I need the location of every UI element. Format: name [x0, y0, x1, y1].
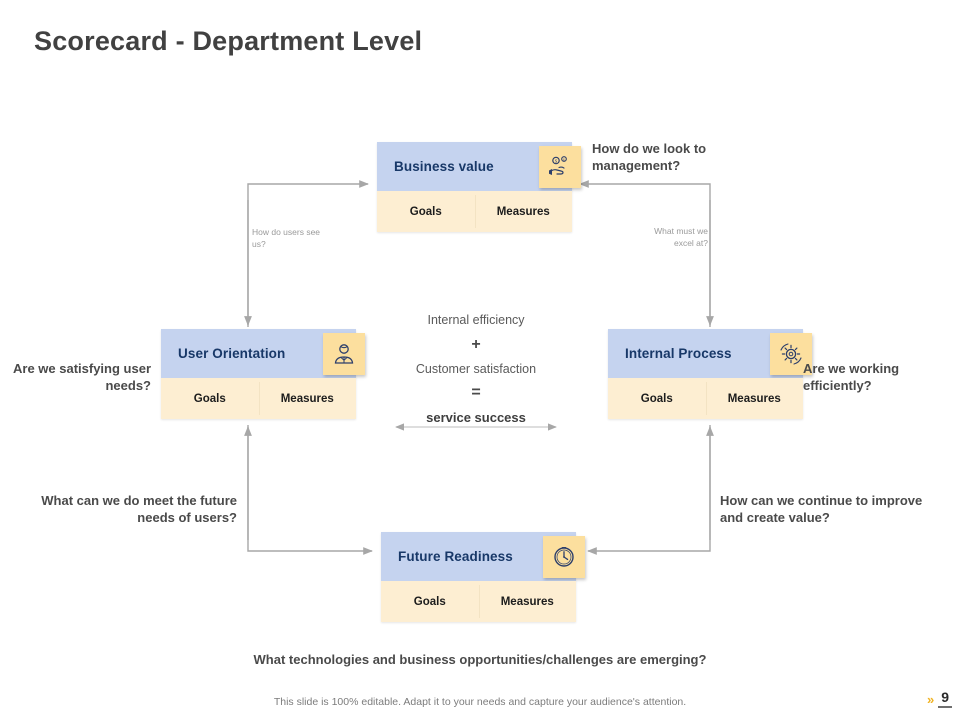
- card-divider: [478, 585, 480, 618]
- connector-user-to-business: [244, 180, 369, 327]
- card-header: Business value $ $: [377, 142, 581, 191]
- page-number-value: 9: [938, 689, 952, 709]
- card-title: Future Readiness: [398, 549, 513, 564]
- card-title: Internal Process: [625, 346, 732, 361]
- card-header: User Orientation: [161, 329, 365, 378]
- double-chevron-icon: »: [926, 691, 935, 707]
- card-title: User Orientation: [178, 346, 286, 361]
- person-user-icon: [323, 333, 365, 375]
- question-improve-value: How can we continue to improve and creat…: [720, 493, 923, 526]
- card-goals-label: Goals: [640, 392, 673, 405]
- card-business-value[interactable]: Business value $ $ Goals Measures: [377, 142, 581, 232]
- center-equation: Internal efficiency + Customer satisfact…: [386, 314, 566, 424]
- connector-future-to-user: [244, 425, 373, 555]
- question-excel-at: What must we excel at?: [654, 226, 708, 249]
- card-body: Goals Measures: [377, 191, 572, 232]
- card-measures-label: Measures: [496, 205, 550, 218]
- card-internal-process[interactable]: Internal Process: [608, 329, 812, 419]
- card-goals-label: Goals: [409, 205, 442, 218]
- question-users-see: How do users see us?: [252, 227, 321, 250]
- page-number: » 9: [926, 689, 952, 709]
- card-measures-label: Measures: [727, 392, 781, 405]
- card-measures-label: Measures: [280, 392, 334, 405]
- connector-internal-to-business: [579, 180, 714, 327]
- card-measures-label: Measures: [500, 595, 554, 608]
- equation-operator-equals: =: [471, 384, 481, 401]
- gear-process-icon: [770, 333, 812, 375]
- card-body: Goals Measures: [161, 378, 356, 419]
- card-header: Internal Process: [608, 329, 812, 378]
- svg-text:$: $: [563, 158, 565, 162]
- card-goals-label: Goals: [193, 392, 226, 405]
- equation-operator-plus: +: [471, 335, 481, 353]
- card-future-readiness[interactable]: Future Readiness Goals Measures: [381, 532, 585, 622]
- equation-line1: Internal efficiency: [427, 313, 525, 327]
- card-divider: [258, 382, 260, 415]
- equation-result: service success: [426, 410, 526, 425]
- page-title: Scorecard - Department Level: [34, 26, 423, 56]
- question-management: How do we look to management?: [592, 141, 707, 174]
- card-divider: [705, 382, 707, 415]
- question-emerging: What technologies and business opportuni…: [253, 652, 707, 667]
- connector-future-to-internal: [587, 425, 714, 555]
- card-body: Goals Measures: [608, 378, 803, 419]
- card-goals-label: Goals: [413, 595, 446, 608]
- clock-icon: [543, 536, 585, 578]
- question-user-needs: Are we satisfying user needs?: [13, 361, 151, 394]
- question-future-needs: What can we do meet the future needs of …: [41, 493, 237, 526]
- question-efficiency: Are we working efficiently?: [803, 361, 900, 394]
- card-divider: [474, 195, 476, 228]
- card-body: Goals Measures: [381, 581, 576, 622]
- card-user-orientation[interactable]: User Orientation Goals Measures: [161, 329, 365, 419]
- card-title: Business value: [394, 159, 494, 174]
- footer-note: This slide is 100% editable. Adapt it to…: [273, 696, 687, 708]
- equation-line2: Customer satisfaction: [415, 361, 537, 376]
- card-header: Future Readiness: [381, 532, 585, 581]
- hand-holding-coins-icon: $ $: [539, 146, 581, 188]
- svg-text:$: $: [555, 159, 558, 164]
